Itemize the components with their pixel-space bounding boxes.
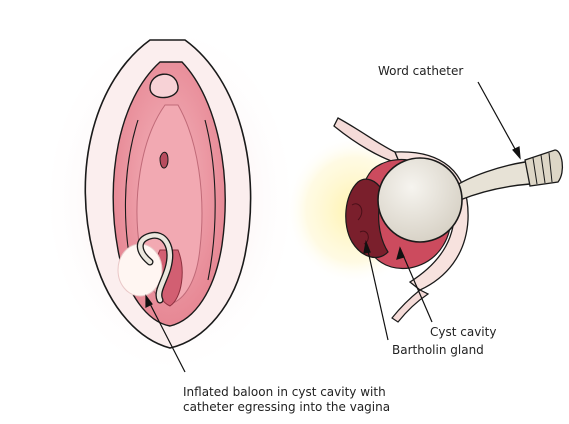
caption-line-2: catheter egressing into the vagina — [183, 400, 390, 414]
catheter-tip — [525, 150, 562, 186]
cross-section-figure — [285, 118, 562, 322]
leader-word-catheter — [478, 82, 520, 158]
clitoral-hood — [150, 74, 178, 97]
urethral-opening — [160, 152, 168, 168]
inflated-balloon — [378, 158, 462, 242]
label-word-catheter: Word catheter — [378, 64, 463, 78]
caption-line-1: Inflated baloon in cyst cavity with — [183, 385, 386, 399]
label-bartholin-gland: Bartholin gland — [392, 343, 484, 357]
arrowhead-word-catheter — [513, 147, 520, 158]
vulva-figure — [50, 35, 290, 365]
label-cyst-cavity: Cyst cavity — [430, 325, 496, 339]
lower-tissue-band — [392, 290, 428, 322]
